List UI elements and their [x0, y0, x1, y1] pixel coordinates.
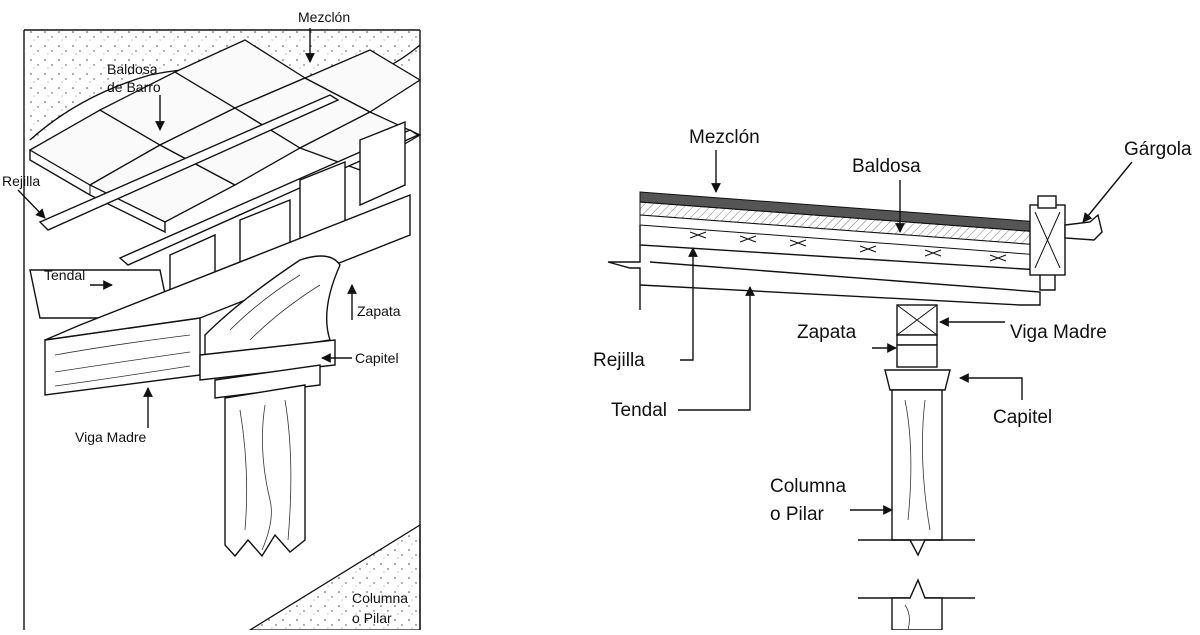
right-label-zapata: Zapata [797, 322, 857, 343]
right-label-tendal: Tendal [611, 400, 667, 421]
right-label-baldosa: Baldosa [852, 156, 921, 177]
right-label-viga-madre: Viga Madre [1010, 322, 1107, 343]
section-tendal-bottom [649, 261, 1041, 306]
left-label-viga-madre: Viga Madre [75, 429, 147, 445]
lower-slab [247, 523, 421, 631]
left-label-columna-2: o Pilar [352, 610, 392, 626]
left-label-columna-1: Columna [352, 590, 408, 606]
right-label-columna-1: Columna [770, 476, 846, 497]
column-pilar [224, 384, 306, 558]
gargola-block [1029, 195, 1103, 291]
section-viga-madre [896, 304, 938, 336]
section-capitel [884, 369, 951, 391]
viga-madre-beam [44, 193, 411, 396]
left-label-mezclon: Mezclón [298, 9, 350, 25]
section-column-lower [891, 578, 943, 631]
left-label-baldosa-1: Baldosa [107, 61, 158, 77]
zapata-block [204, 255, 341, 361]
left-label-rejilla: Rejilla [2, 173, 40, 189]
left-label-zapata: Zapata [357, 303, 401, 319]
right-label-columna-2: o Pilar [770, 504, 825, 525]
left-label-tendal: Tendal [44, 267, 85, 283]
mezclon-slab [24, 30, 420, 150]
right-label-mezclon: Mezclón [689, 127, 760, 148]
section-column [891, 389, 943, 557]
section-zapata-1 [896, 334, 938, 346]
left-label-capitel: Capitel [355, 350, 399, 366]
section-rejilla-crosses [689, 231, 1007, 262]
right-label-rejilla: Rejilla [593, 350, 645, 371]
left-label-baldosa-2: de Barro [107, 79, 161, 95]
capitel-cap [199, 339, 336, 399]
right-section-view: Mezclón Baldosa Gárgola Zapata Viga Madr… [593, 127, 1192, 631]
left-isometric-view: Mezclón Baldosa de Barro Rejilla Tendal … [2, 9, 422, 631]
right-label-capitel: Capitel [993, 407, 1052, 428]
section-break-left [607, 245, 641, 310]
section-zapata-2 [896, 344, 938, 368]
right-label-gargola: Gárgola [1124, 139, 1192, 160]
section-tendal-line [639, 284, 1021, 306]
